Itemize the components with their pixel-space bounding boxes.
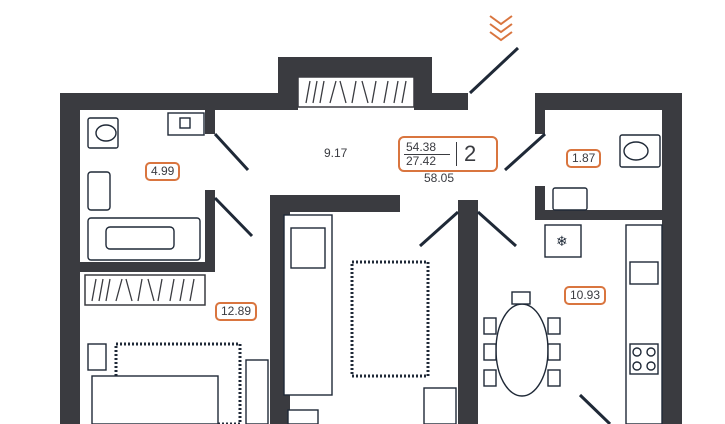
svg-text:❄: ❄ (556, 233, 568, 249)
fraction-line (404, 154, 450, 155)
bed-icon (91, 375, 219, 424)
wardrobe-icon (245, 359, 269, 424)
nightstand-icon (87, 343, 107, 371)
rooms-count: 2 (464, 141, 477, 166)
dining-table-icon (495, 303, 549, 397)
doors (213, 46, 612, 424)
room-area-kitchen: 10.93 (564, 286, 607, 305)
room-area-bathroom: 4.99 (145, 162, 181, 181)
total-area: 58.05 (424, 171, 455, 185)
sink-icon (87, 171, 111, 211)
rug-icon (350, 260, 430, 378)
area-summary-badge: 54.38 27.42 2 (398, 136, 498, 172)
counter (625, 224, 663, 424)
wardrobe-icon (423, 387, 457, 424)
living-area: 54.38 (406, 140, 437, 154)
sub-area: 27.42 (406, 154, 437, 168)
entrance-icon (489, 15, 513, 42)
room-area-bedroom: 12.89 (215, 302, 258, 321)
kitchen-sink-icon (629, 261, 659, 285)
room-area-wc: 1.87 (566, 149, 602, 168)
sink-icon (552, 187, 588, 211)
chairs (483, 291, 561, 387)
fixtures: ❄ (87, 112, 663, 424)
room-area-hall: 9.17 (320, 146, 352, 161)
walls (60, 57, 682, 424)
shelf-icon (287, 409, 319, 424)
windows (84, 76, 415, 306)
divider (456, 142, 457, 166)
fridge-icon (544, 224, 582, 258)
